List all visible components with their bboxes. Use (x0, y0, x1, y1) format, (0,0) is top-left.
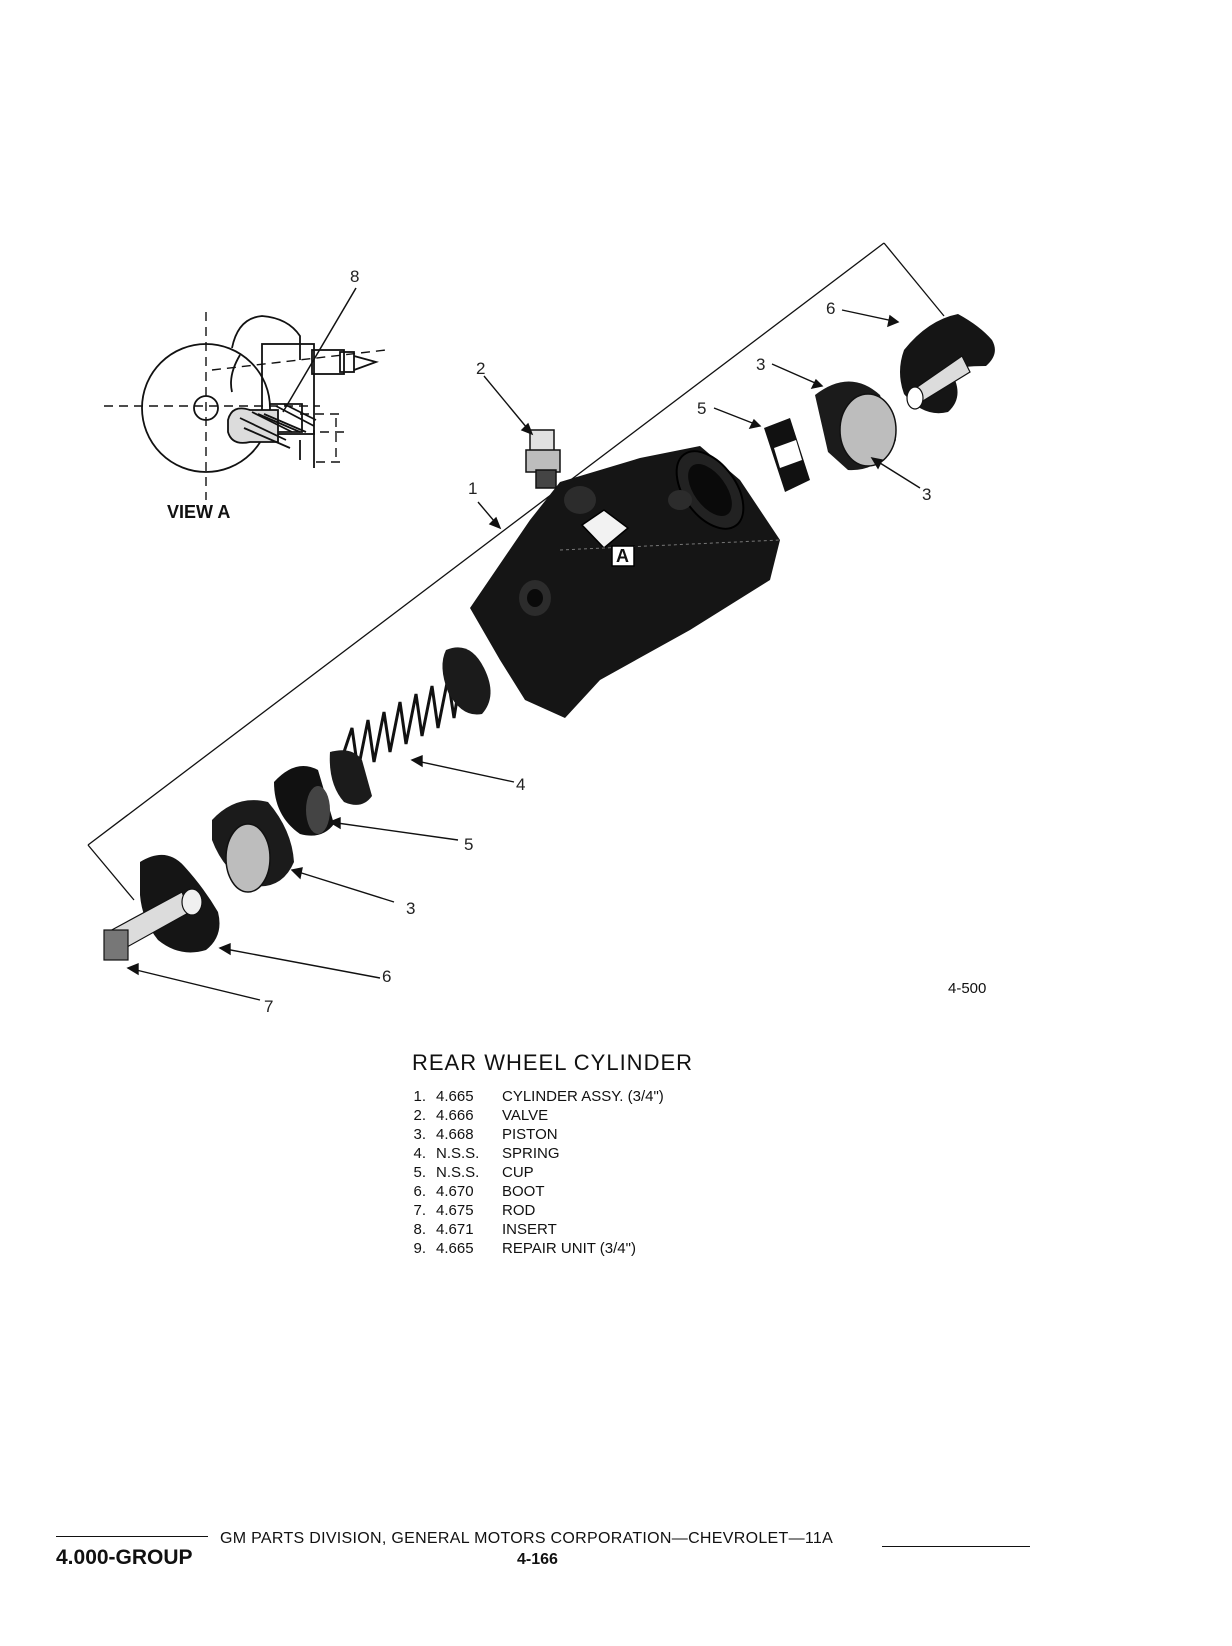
view-a-centerlines (104, 312, 387, 500)
parts-row: 2. 4.666 VALVE (388, 1106, 664, 1125)
item-number: 5. (413, 1164, 426, 1181)
parts-row: 1. 4.665 CYLINDER ASSY. (3/4") (388, 1087, 664, 1106)
part-description: CYLINDER ASSY. (3/4") (502, 1088, 664, 1105)
item-number: 9. (413, 1240, 426, 1257)
callout-3-left: 3 (406, 899, 415, 918)
item-number: 3. (413, 1126, 426, 1143)
parts-list: 1. 4.665 CYLINDER ASSY. (3/4") 2. 4.666 VALVE… (388, 1087, 664, 1258)
boot-rod-left (103, 854, 220, 961)
callout-6-right: 6 (826, 299, 835, 318)
cup-right (764, 418, 810, 492)
part-number: 4.675 (436, 1202, 474, 1219)
view-a-detail (141, 315, 379, 473)
cup-left-inner (329, 750, 372, 805)
part-number: 4.666 (436, 1107, 474, 1124)
callout-3-right-upper: 3 (756, 355, 765, 374)
parts-row: 3. 4.668 PISTON (388, 1125, 664, 1144)
item-number: 8. (413, 1221, 426, 1238)
bleeder-valve (525, 429, 561, 489)
callout-7: 7 (264, 997, 273, 1016)
callout-4: 4 (516, 775, 525, 794)
item-number: 6. (413, 1183, 426, 1200)
part-description: INSERT (502, 1221, 557, 1238)
leader-lines (126, 309, 921, 1001)
footer-credit: GM PARTS DIVISION, GENERAL MOTORS CORPOR… (220, 1530, 834, 1547)
item-number: 7. (413, 1202, 426, 1219)
parts-row: 7. 4.675 ROD (388, 1201, 664, 1220)
footer-page-number: 4-166 (517, 1551, 558, 1568)
spring-cup (442, 647, 491, 715)
parts-row: 8. 4.671 INSERT (388, 1220, 664, 1239)
part-number: 4.665 (436, 1088, 474, 1105)
item-number: 1. (413, 1088, 426, 1105)
footer-group: 4.000-GROUP (56, 1546, 193, 1569)
parts-row: 9. 4.665 REPAIR UNIT (3/4") (388, 1239, 664, 1258)
part-description: REPAIR UNIT (3/4") (502, 1240, 636, 1257)
parts-title: REAR WHEEL CYLINDER (412, 1050, 694, 1075)
part-description: CUP (502, 1164, 534, 1181)
item-number: 4. (413, 1145, 426, 1162)
callout-6-left: 6 (382, 967, 391, 986)
part-description: SPRING (502, 1145, 560, 1162)
callout-5-left: 5 (464, 835, 473, 854)
part-description: BOOT (502, 1183, 545, 1200)
callout-8: 8 (350, 267, 359, 286)
leader-line-8 (282, 287, 357, 413)
part-number: 4.671 (436, 1221, 474, 1238)
part-description: PISTON (502, 1126, 558, 1143)
part-number: 4.668 (436, 1126, 474, 1143)
parts-row: 5. N.S.S. CUP (388, 1163, 664, 1182)
figure-number: 4-500 (948, 980, 987, 997)
part-number: 4.665 (436, 1240, 474, 1257)
piston-right (815, 381, 897, 471)
view-a-label: VIEW A (167, 502, 230, 522)
cup-left (274, 766, 334, 836)
parts-row: 6. 4.670 BOOT (388, 1182, 664, 1201)
assembly-bracket (87, 242, 945, 901)
part-number: N.S.S. (436, 1164, 480, 1181)
parts-row: 4. N.S.S. SPRING (388, 1144, 664, 1163)
part-description: ROD (502, 1202, 536, 1219)
part-number: N.S.S. (436, 1145, 480, 1162)
footer-rule-left (56, 1536, 208, 1537)
boot-rod-right (900, 314, 995, 414)
view-a-marker: A (616, 546, 629, 566)
part-description: VALVE (502, 1107, 549, 1124)
part-number: 4.670 (436, 1183, 474, 1200)
cylinder-body: A (470, 446, 781, 718)
piston-left (212, 800, 294, 893)
callout-1: 1 (468, 479, 477, 498)
callout-3-right-lower: 3 (922, 485, 931, 504)
footer-rule-right (882, 1546, 1030, 1547)
callout-2: 2 (476, 359, 485, 378)
callout-5-right: 5 (697, 399, 706, 418)
item-number: 2. (413, 1107, 426, 1124)
